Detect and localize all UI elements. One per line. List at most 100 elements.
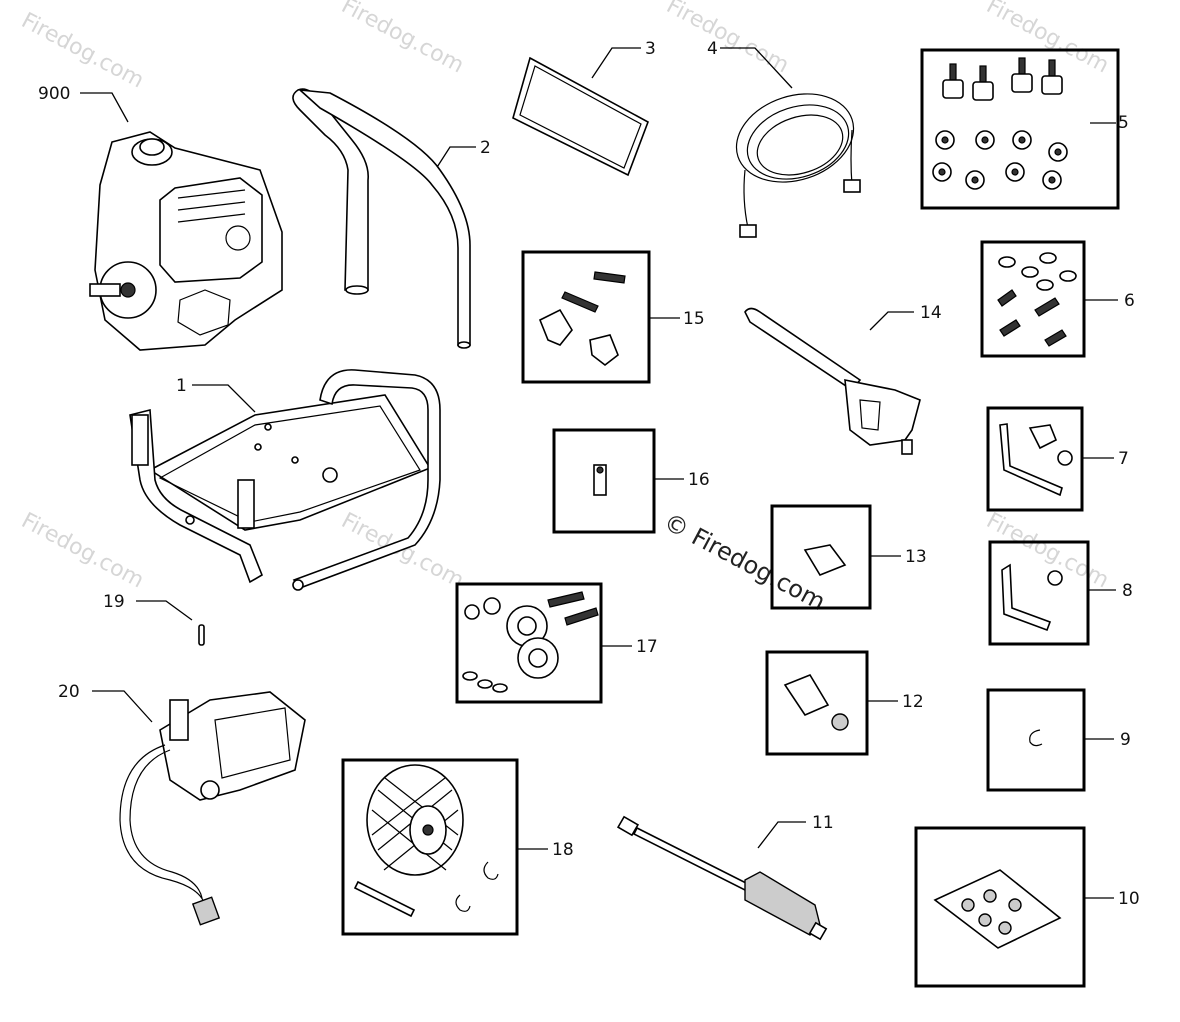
label-15: 15 — [683, 309, 705, 329]
gun-fitting — [901, 439, 913, 455]
label-3: 3 — [645, 39, 656, 59]
knob-15a — [538, 308, 573, 346]
box-5 — [920, 48, 1120, 210]
label-2: 2 — [480, 138, 491, 158]
leader-900 — [80, 92, 129, 123]
part-16-fitting[interactable]: 16 — [552, 428, 710, 534]
part-1-frame[interactable]: 1 — [129, 369, 441, 591]
part-6-screw-kit[interactable]: 6 — [980, 240, 1135, 358]
hose-fitting-2 — [843, 179, 861, 193]
part-19-pin[interactable]: 19 — [103, 592, 205, 646]
leader-2 — [431, 146, 476, 176]
label-11: 11 — [812, 813, 834, 833]
frame-rail-left — [129, 408, 263, 584]
watermark-mid-1: Firedog.com — [17, 508, 148, 593]
rubber-mounts — [942, 57, 1063, 101]
label-19: 19 — [103, 592, 125, 612]
box-18 — [341, 758, 519, 936]
label-6: 6 — [1124, 291, 1135, 311]
part-7-bolt-kit[interactable]: 7 — [986, 406, 1129, 512]
part-4-hose[interactable]: 4 — [707, 39, 865, 238]
hose-coil-2 — [746, 104, 850, 180]
label-18: 18 — [552, 840, 574, 860]
hose-coil-3 — [756, 114, 844, 176]
frame-rail-right — [292, 369, 441, 589]
washers — [998, 252, 1077, 291]
part-5-mount-kit[interactable]: 5 — [920, 48, 1129, 210]
flange-nuts — [932, 130, 1068, 190]
l-bolt — [999, 423, 1063, 497]
leader-14 — [869, 311, 914, 331]
part-2-handle[interactable]: 2 — [292, 88, 491, 349]
box-9 — [986, 688, 1086, 792]
knob-15b — [589, 334, 619, 367]
fitting-16 — [593, 464, 607, 496]
frame-post-right — [237, 479, 255, 529]
part-12-coupler[interactable]: 12 — [765, 650, 924, 756]
part-900-engine[interactable]: 900 — [38, 84, 283, 351]
part-8-bolt-kit[interactable]: 8 — [988, 540, 1133, 646]
gun-wand — [744, 307, 862, 392]
clip-18a — [483, 861, 499, 880]
part-3-panel[interactable]: 3 — [512, 39, 656, 177]
pump-valve — [169, 699, 189, 741]
screws — [997, 289, 1067, 347]
part-14-spray-gun[interactable]: 14 — [744, 303, 942, 455]
box-10 — [914, 826, 1086, 988]
box-8 — [988, 540, 1090, 646]
part-10-nozzle-kit[interactable]: 10 — [914, 826, 1140, 988]
hose-fitting-1 — [739, 224, 757, 238]
hose-coil-1 — [735, 93, 855, 183]
e-clip — [1029, 729, 1043, 747]
nozzles — [961, 889, 1022, 935]
part-13-adapter[interactable]: 13 — [770, 504, 927, 610]
nut-8 — [1047, 570, 1063, 586]
pump-body — [159, 691, 306, 801]
label-16: 16 — [688, 470, 710, 490]
leader-3 — [591, 47, 641, 79]
label-900: 900 — [38, 84, 70, 104]
panel-frame — [512, 56, 649, 177]
lance-fitting — [616, 815, 640, 837]
lance-tube — [632, 826, 752, 893]
label-5: 5 — [1118, 113, 1129, 133]
gun-body — [844, 379, 921, 446]
leader-11 — [757, 821, 806, 849]
frame-post-left — [131, 414, 149, 466]
pump-inlet — [200, 780, 220, 800]
frame-base — [148, 394, 432, 531]
nut-7 — [1057, 450, 1073, 466]
watermark-top-1: Firedog.com — [17, 8, 148, 93]
part-20-pump[interactable]: 20 — [58, 682, 306, 926]
label-14: 14 — [920, 303, 942, 323]
watermark-top-4: Firedog.com — [982, 0, 1113, 79]
watermark-top-2: Firedog.com — [337, 0, 468, 79]
box-16 — [552, 428, 656, 534]
washer-12 — [831, 713, 849, 731]
axle — [353, 880, 416, 918]
pin — [198, 624, 205, 646]
label-9: 9 — [1120, 730, 1131, 750]
label-17: 17 — [636, 637, 658, 657]
watermark-center: © Firedog.com — [659, 508, 830, 617]
part-18-wheel[interactable]: 18 — [341, 758, 574, 936]
box-6 — [980, 240, 1086, 358]
pump-hose-fitting — [191, 896, 221, 926]
leader-4 — [720, 47, 793, 89]
engine-shaft — [89, 283, 121, 297]
part-17-wheel-hardware[interactable]: 17 — [455, 582, 658, 704]
clip-18b — [455, 894, 471, 912]
box-17 — [455, 582, 603, 704]
part-9-clip[interactable]: 9 — [986, 688, 1131, 792]
label-10: 10 — [1118, 889, 1140, 909]
l-bolt-8 — [1001, 563, 1052, 632]
engine-fuel-cap-top — [139, 138, 165, 156]
box-7 — [986, 406, 1084, 512]
nozzle-bag — [933, 869, 1062, 949]
box-12 — [765, 650, 869, 756]
part-15-hardware[interactable]: 15 — [521, 250, 705, 384]
bolt-15b — [561, 291, 599, 313]
label-8: 8 — [1122, 581, 1133, 601]
label-7: 7 — [1118, 449, 1129, 469]
part-11-lance[interactable]: 11 — [616, 813, 834, 941]
